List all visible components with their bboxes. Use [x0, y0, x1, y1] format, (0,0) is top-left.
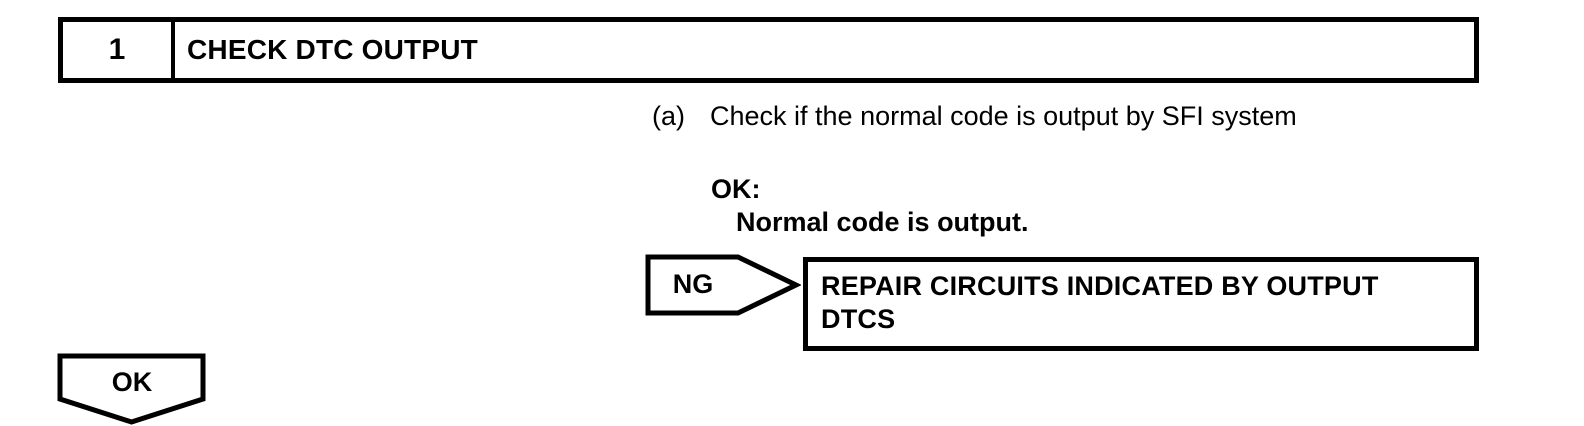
step-number: 1 [108, 33, 126, 66]
ng-action-line: REPAIR CIRCUITS INDICATED BY OUTPUT [821, 271, 1379, 301]
step-title: CHECK DTC OUTPUT [187, 34, 478, 65]
ng-branch-arrow: NG [645, 254, 801, 316]
ok-criteria-label: OK: [711, 174, 761, 204]
ng-action-box: REPAIR CIRCUITS INDICATED BY OUTPUT DTCS [803, 257, 1479, 351]
ng-action-line: DTCS [821, 304, 896, 334]
ok-branch-connector: OK [55, 352, 209, 426]
instruction-text: Check if the normal code is output by SF… [710, 101, 1297, 131]
step-title-cell: CHECK DTC OUTPUT [175, 22, 1474, 78]
step-number-cell: 1 [63, 22, 175, 78]
ok-criteria-text: Normal code is output. [736, 207, 1029, 237]
ok-connector-shape-icon [57, 353, 206, 425]
ok-branch-label: OK [111, 367, 153, 397]
step-header: 1 CHECK DTC OUTPUT [58, 17, 1479, 83]
instruction-marker: (a) [652, 101, 685, 131]
ng-arrow-shape-icon [645, 254, 801, 316]
ng-branch-label: NG [672, 269, 714, 299]
